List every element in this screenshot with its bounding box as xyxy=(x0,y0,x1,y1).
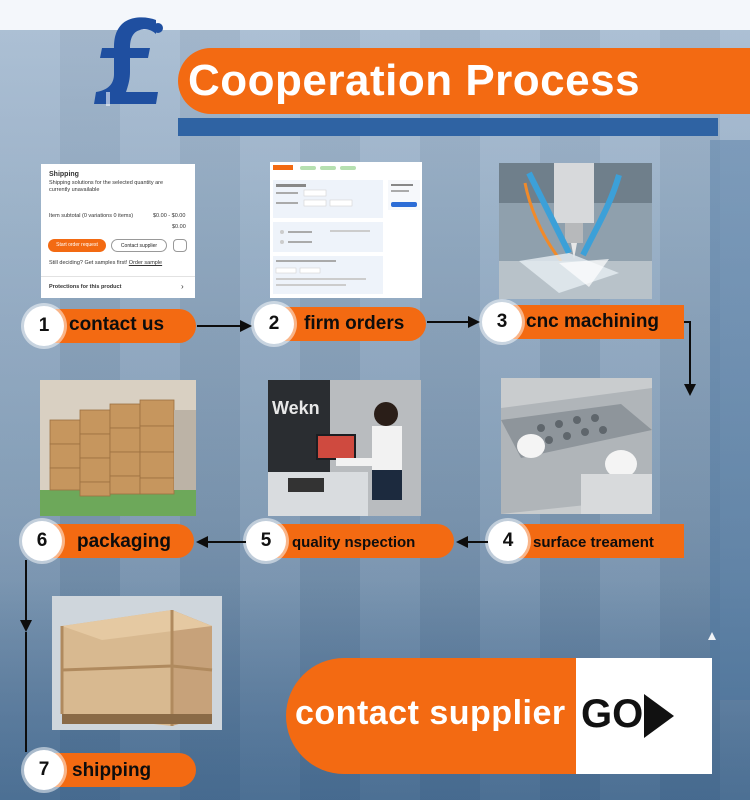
triangle-icon xyxy=(708,632,716,640)
arrow-2-3-head xyxy=(468,316,480,328)
contact-supplier-button[interactable]: contact supplier xyxy=(295,694,566,733)
go-label[interactable]: GO xyxy=(581,692,643,737)
arrow-3-4-head xyxy=(684,384,696,396)
play-arrow-icon[interactable] xyxy=(644,694,674,738)
arrow-3-4-line xyxy=(684,322,690,384)
arrow-1-2-head xyxy=(240,320,252,332)
arrow-5-6-head xyxy=(196,536,208,548)
arrow-6-7-head xyxy=(20,620,32,632)
arrow-4-5-head xyxy=(456,536,468,548)
